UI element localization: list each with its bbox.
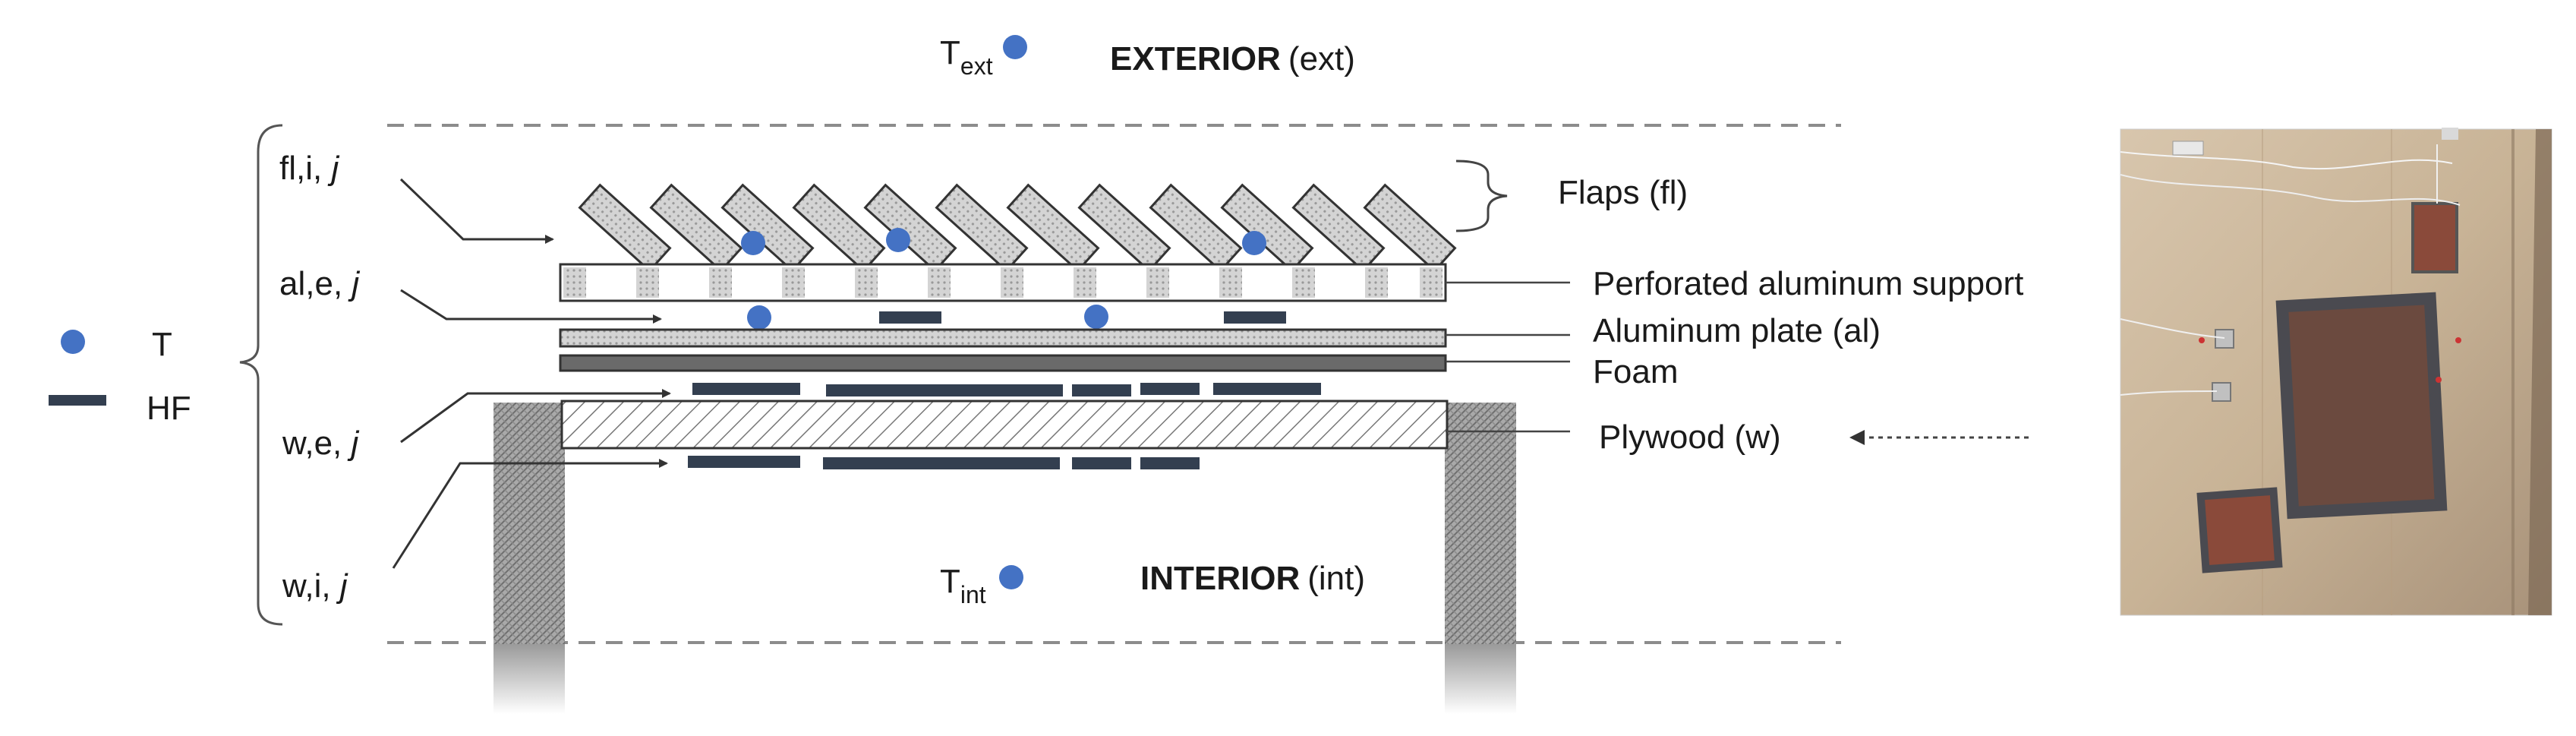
- flap: [1149, 183, 1243, 273]
- plate-heat-flux-sensor: [1224, 311, 1286, 324]
- plywood-ext-heat-flux-sensor: [1213, 383, 1321, 395]
- interior-heading: INTERIOR(int): [1140, 560, 1365, 597]
- exterior-temp-label: Text: [940, 34, 993, 80]
- plywood-ext-heat-flux-sensor: [1140, 383, 1200, 395]
- perforated-aluminum-support: [559, 263, 1447, 302]
- flap: [1077, 183, 1171, 273]
- flap: [649, 183, 743, 273]
- flap-temp-sensor: [741, 231, 765, 255]
- plate-heat-flux-sensor: [879, 311, 941, 324]
- plywood-int-heat-flux-sensor: [1140, 457, 1200, 469]
- plate-temp-sensor: [747, 305, 771, 330]
- label-flaps: Flaps (fl): [1558, 174, 1688, 211]
- photo-large-sensor-pad: [2275, 292, 2448, 520]
- plywood-int-heat-flux-sensor: [823, 457, 1060, 469]
- sensor-group-label-w-i: w,i, j: [282, 567, 348, 605]
- interior-temp-label: Tint: [940, 563, 986, 608]
- sensor-group-bracket: [239, 124, 283, 626]
- flaps-row: [578, 183, 1457, 273]
- flap: [1291, 183, 1386, 273]
- flap-temp-sensor: [886, 228, 910, 252]
- plywood-ext-heat-flux-sensor: [826, 384, 1063, 396]
- pointer-arrow-al-e: [400, 289, 662, 324]
- flap: [1363, 183, 1457, 273]
- sensor-group-label-al-e: al,e, j: [279, 265, 360, 302]
- plywood-ext-heat-flux-sensor: [692, 383, 800, 395]
- pointer-arrow-fl-i: [399, 178, 554, 244]
- test-wall-photo: [2120, 128, 2552, 616]
- sensor-group-label-fl-i: fl,i, j: [279, 150, 339, 187]
- sensor-group-label-w-e: w,e, j: [282, 425, 360, 462]
- interior-temp-dot: [999, 565, 1023, 589]
- flap: [1006, 183, 1100, 273]
- photo-small-sensor-pad: [2411, 202, 2458, 273]
- label-plate: Aluminum plate (al): [1593, 312, 1881, 349]
- flap: [792, 183, 886, 273]
- flaps-brace: [1455, 160, 1508, 232]
- label-plywood: Plywood (w): [1599, 419, 1781, 456]
- flap: [720, 183, 815, 273]
- photo-lower-sensor-pad: [2196, 487, 2283, 573]
- flap: [1220, 183, 1314, 273]
- legend-temp-label: T: [152, 326, 172, 363]
- legend-heat-flux-bar: [49, 395, 106, 406]
- flap-temp-sensor: [1242, 231, 1266, 255]
- pointer-arrow-w-i: [392, 459, 668, 569]
- label-foam: Foam: [1593, 353, 1678, 390]
- flap: [863, 183, 957, 273]
- aluminum-plate: [559, 328, 1447, 348]
- left-support-post: [493, 403, 565, 714]
- photo-reference-arrowhead: [1849, 430, 1865, 445]
- pointer-arrow-w-e: [400, 389, 671, 444]
- plywood-layer: [560, 400, 1449, 450]
- plywood-int-heat-flux-sensor: [688, 456, 800, 468]
- flap: [578, 183, 672, 273]
- plate-temp-sensor: [1084, 305, 1108, 329]
- plywood-ext-heat-flux-sensor: [1072, 384, 1131, 396]
- right-support-post: [1445, 403, 1516, 714]
- label-support: Perforated aluminum support: [1593, 265, 2023, 302]
- exterior-heading: EXTERIOR(ext): [1110, 40, 1355, 77]
- foam-layer: [559, 354, 1447, 372]
- exterior-temp-dot: [1003, 35, 1027, 59]
- legend-temp-dot: [61, 330, 85, 354]
- legend-heat-flux-label: HF: [147, 390, 191, 427]
- flap: [935, 183, 1029, 273]
- plywood-int-heat-flux-sensor: [1072, 457, 1131, 469]
